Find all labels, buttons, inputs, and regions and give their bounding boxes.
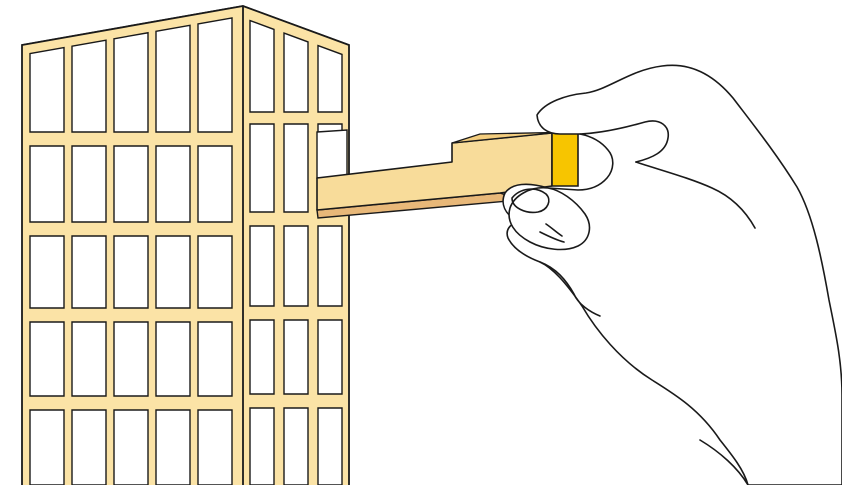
- front-window: [30, 322, 64, 396]
- side-window: [250, 124, 274, 212]
- front-window: [114, 146, 148, 222]
- front-window: [198, 410, 232, 485]
- front-window: [72, 410, 106, 485]
- front-window: [156, 410, 190, 485]
- side-window: [250, 21, 274, 112]
- side-window: [284, 226, 308, 306]
- front-window-grid: [30, 18, 232, 485]
- front-window: [198, 236, 232, 308]
- front-window: [72, 236, 106, 308]
- front-window: [72, 322, 106, 396]
- side-window: [318, 320, 342, 394]
- front-window: [156, 236, 190, 308]
- front-window: [30, 236, 64, 308]
- front-window: [114, 236, 148, 308]
- side-window: [250, 408, 274, 485]
- front-window: [114, 33, 148, 132]
- side-window: [284, 33, 308, 112]
- side-window-grid: [250, 21, 342, 485]
- hand-icon: [503, 65, 842, 485]
- side-window: [250, 226, 274, 306]
- front-window: [156, 146, 190, 222]
- side-window: [318, 46, 342, 112]
- side-window: [318, 408, 342, 485]
- side-window: [284, 124, 308, 212]
- front-window: [30, 48, 64, 132]
- front-window: [30, 410, 64, 485]
- beam-socket: [317, 130, 347, 178]
- front-window: [114, 410, 148, 485]
- side-window: [284, 408, 308, 485]
- front-window: [72, 146, 106, 222]
- front-window: [156, 322, 190, 396]
- side-window: [318, 226, 342, 306]
- front-window: [198, 146, 232, 222]
- front-window: [72, 40, 106, 132]
- front-window: [30, 146, 64, 222]
- beam-end-block: [552, 132, 578, 186]
- front-window: [114, 322, 148, 396]
- tower-frame-icon: [22, 0, 349, 485]
- front-window: [198, 322, 232, 396]
- front-window: [198, 18, 232, 132]
- front-window: [156, 25, 190, 132]
- side-window: [250, 320, 274, 394]
- side-window: [284, 320, 308, 394]
- hand-palm: [503, 65, 842, 485]
